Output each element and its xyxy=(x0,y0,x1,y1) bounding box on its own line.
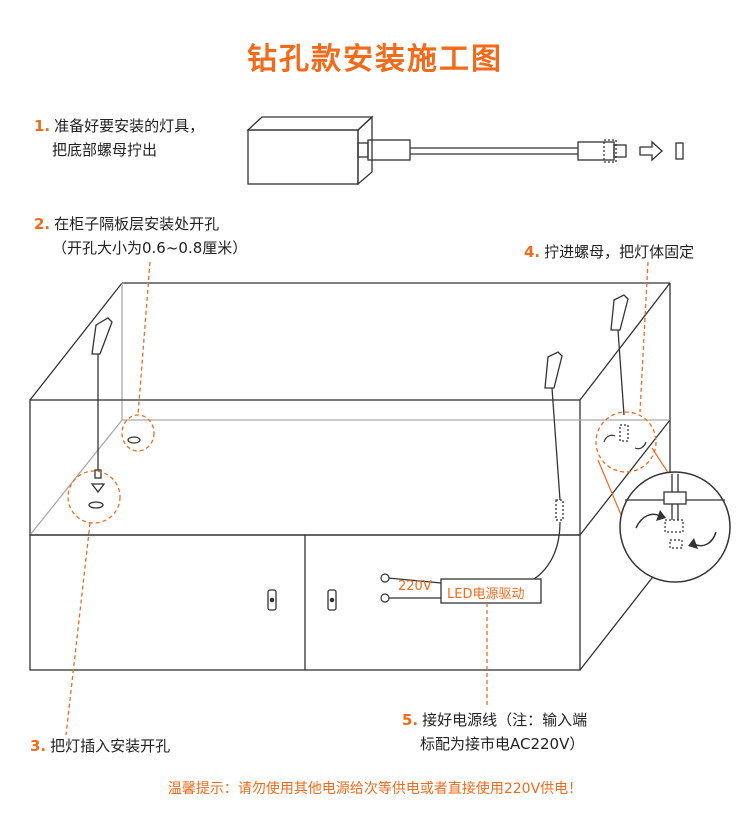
step-text: 准备好要安装的灯具， xyxy=(54,117,205,135)
warm-tip: 温馨提示：请勿使用其他电源给次等供电或者直接使用220V供电！ xyxy=(167,781,583,797)
lamp-middle xyxy=(519,351,564,586)
step-text: （开孔大小为0.6~0.8厘米） xyxy=(52,239,248,257)
step-3: 3.把灯插入安装开孔 xyxy=(30,734,170,758)
step-text: 接好电源线（注：输入端 xyxy=(422,711,588,729)
lamp-right xyxy=(610,294,629,442)
step-2: 2.在柜子隔板层安装处开孔 （开孔大小为0.6~0.8厘米） xyxy=(34,212,247,260)
page-title: 钻孔款安装施工图 xyxy=(247,42,503,77)
step-1: 1.准备好要安装的灯具， 把底部螺母拧出 xyxy=(34,114,204,162)
step-number: 4. xyxy=(524,243,541,261)
driver-label: LED电源驱动 xyxy=(447,587,525,602)
rotate-arrows-small xyxy=(603,434,647,450)
step-number: 3. xyxy=(30,737,47,755)
step-4: 4.拧进螺母，把灯体固定 xyxy=(524,240,694,264)
voltage-label: 220V xyxy=(398,579,432,594)
cabinet-illustration xyxy=(29,282,671,671)
step-number: 5. xyxy=(402,711,419,729)
step-text: 标配为接市电AC220V） xyxy=(420,735,585,753)
step-text: 在柜子隔板层安装处开孔 xyxy=(54,215,220,233)
driver-illustration xyxy=(380,573,542,604)
callout-circles xyxy=(67,411,657,524)
leader-lines xyxy=(65,261,649,736)
step-number: 2. xyxy=(34,215,51,233)
step-number: 1. xyxy=(34,117,51,135)
step-text: 把底部螺母拧出 xyxy=(52,141,158,159)
lamp-left xyxy=(88,317,113,509)
zoom-detail xyxy=(597,447,731,583)
step-text: 把灯插入安装开孔 xyxy=(50,737,171,755)
light-fixture-illustration xyxy=(246,115,684,186)
step-text: 拧进螺母，把灯体固定 xyxy=(544,243,695,261)
step-5: 5.接好电源线（注：输入端 标配为接市电AC220V） xyxy=(402,708,587,756)
